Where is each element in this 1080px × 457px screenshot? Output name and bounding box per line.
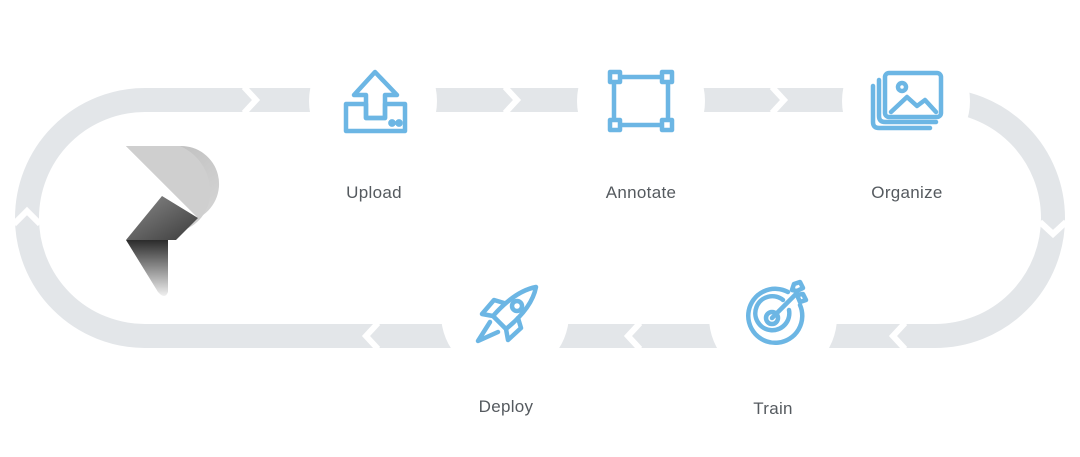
chevron	[11, 206, 43, 227]
step-circle-deploy[interactable]	[441, 250, 569, 378]
step-label-train: Train	[753, 399, 793, 418]
image-gallery-icon	[870, 70, 944, 131]
chevron	[361, 320, 381, 352]
chevron	[769, 84, 789, 116]
step-label-annotate: Annotate	[605, 183, 677, 202]
p-logo-icon	[126, 145, 220, 296]
step-circle-upload[interactable]	[309, 37, 437, 165]
chevron	[502, 84, 522, 116]
rocket-icon	[475, 284, 539, 344]
step-label-upload: Upload	[346, 183, 402, 202]
step-label-organize: Organize	[871, 183, 943, 202]
chevron	[241, 84, 261, 116]
bounding-box-icon	[607, 69, 675, 133]
chevron	[1037, 219, 1069, 239]
step-circle-annotate[interactable]	[577, 37, 705, 165]
track-chevrons	[11, 84, 1069, 352]
step-label-deploy: Deploy	[478, 397, 534, 416]
target-icon	[746, 279, 809, 346]
chevron	[623, 320, 643, 352]
chevron	[888, 320, 908, 352]
upload-icon	[343, 69, 408, 134]
